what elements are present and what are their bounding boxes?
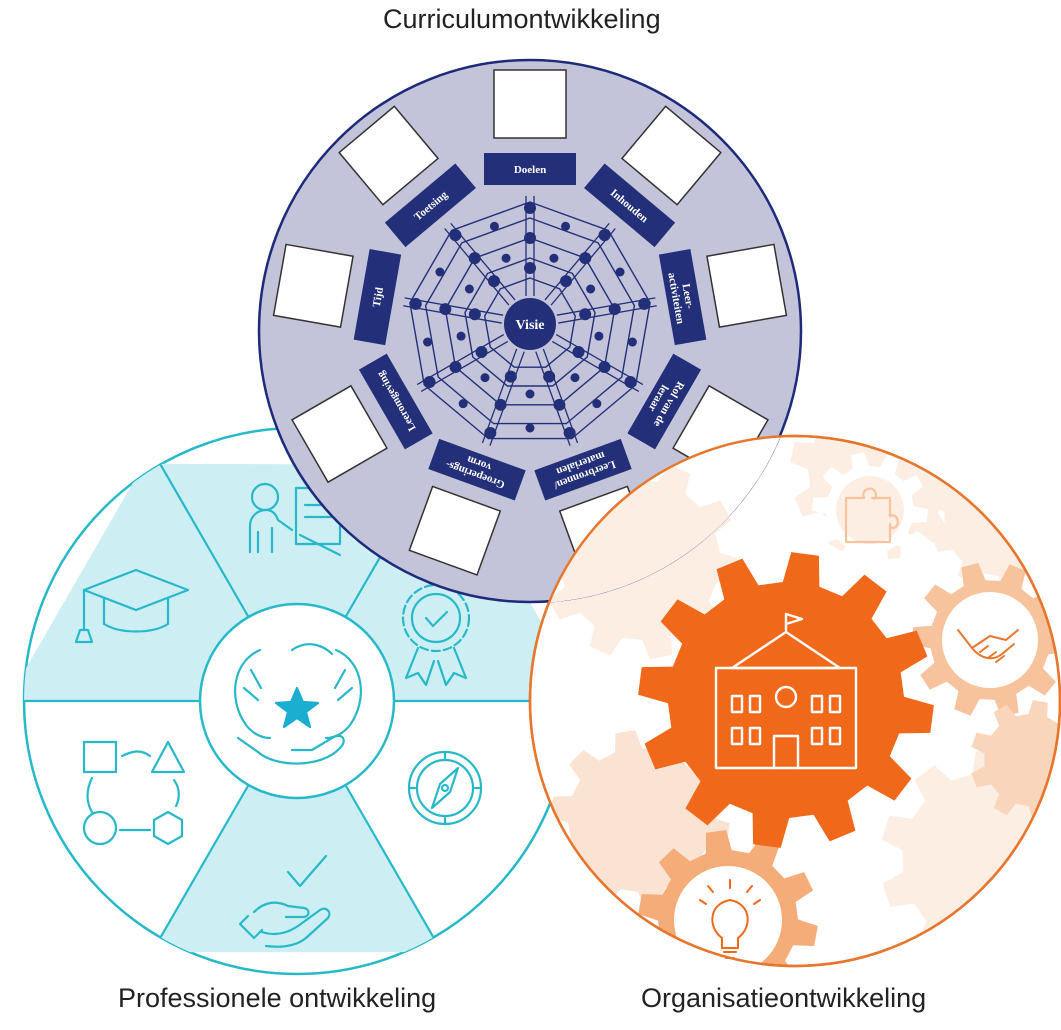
web-node bbox=[450, 361, 462, 373]
blank-card bbox=[494, 70, 566, 138]
web-node bbox=[457, 332, 466, 341]
spoke-card-2 bbox=[707, 244, 786, 327]
web-node bbox=[449, 229, 461, 241]
web-node bbox=[524, 232, 536, 244]
web-node bbox=[570, 373, 579, 382]
web-node bbox=[543, 371, 555, 383]
web-node bbox=[459, 399, 468, 408]
web-node bbox=[469, 308, 481, 320]
web-node bbox=[526, 390, 535, 399]
web-node bbox=[564, 427, 576, 439]
web-node bbox=[490, 222, 499, 231]
web-node bbox=[572, 346, 584, 358]
spoke-label-text: Doelen bbox=[514, 164, 546, 176]
web-node bbox=[526, 424, 535, 433]
web-node bbox=[549, 254, 558, 263]
web-node bbox=[599, 229, 611, 241]
web-node bbox=[439, 303, 451, 315]
web-node bbox=[616, 268, 625, 277]
web-node bbox=[624, 376, 636, 388]
caption-curriculum: Curriculumontwikkeling bbox=[383, 4, 661, 35]
web-node bbox=[469, 252, 481, 264]
web-node bbox=[481, 373, 490, 382]
caption-professional: Professionele ontwikkeling bbox=[118, 983, 436, 1014]
web-node bbox=[476, 346, 488, 358]
web-node bbox=[560, 275, 572, 287]
web-node bbox=[592, 399, 601, 408]
web-node bbox=[594, 332, 603, 341]
web-node bbox=[435, 268, 444, 277]
web-node bbox=[598, 361, 610, 373]
web-node bbox=[484, 427, 496, 439]
web-node bbox=[524, 262, 536, 274]
spoke-card-0 bbox=[494, 70, 566, 138]
caption-organisation: Organisatieontwikkeling bbox=[641, 983, 926, 1014]
web-node bbox=[524, 202, 536, 214]
web-node bbox=[410, 298, 422, 310]
blank-card bbox=[274, 244, 353, 327]
blank-card bbox=[707, 244, 786, 327]
web-node bbox=[465, 285, 474, 294]
web-node bbox=[586, 285, 595, 294]
web-node bbox=[488, 275, 500, 287]
web-node bbox=[579, 252, 591, 264]
visie-label: Visie bbox=[515, 318, 544, 333]
web-node bbox=[561, 222, 570, 231]
web-node bbox=[424, 376, 436, 388]
web-node bbox=[495, 399, 507, 411]
web-node bbox=[579, 308, 591, 320]
web-node bbox=[553, 399, 565, 411]
web-node bbox=[638, 298, 650, 310]
web-node bbox=[609, 303, 621, 315]
web-node bbox=[628, 338, 637, 347]
spoke-label-0: Doelen bbox=[484, 153, 576, 185]
web-node bbox=[505, 371, 517, 383]
web-node bbox=[423, 338, 432, 347]
web-node bbox=[502, 254, 511, 263]
gear-hub bbox=[942, 592, 1038, 688]
spoke-card-7 bbox=[274, 244, 353, 327]
